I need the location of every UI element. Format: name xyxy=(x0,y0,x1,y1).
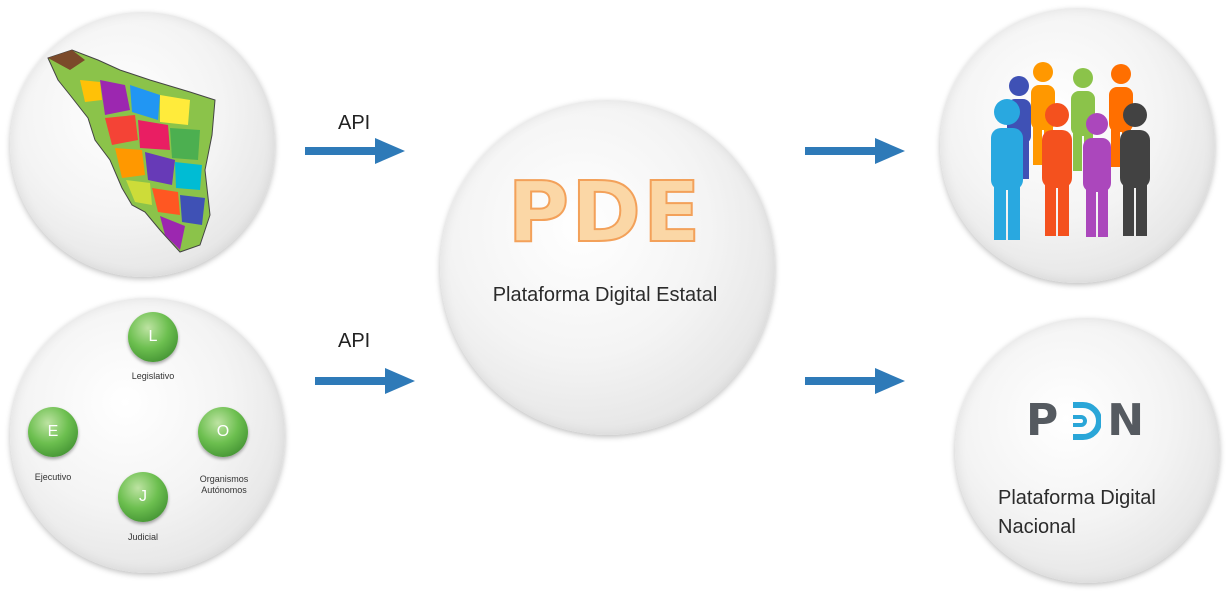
pde-logo: PDE xyxy=(507,163,703,261)
ejecutivo-badge: E xyxy=(28,407,78,457)
organismos-label: Organismos Autónomos xyxy=(186,474,262,496)
pdn-subtitle: Plataforma Digital Nacional xyxy=(998,484,1156,542)
judicial-label: Judicial xyxy=(127,532,158,542)
legislativo-badge: L xyxy=(128,312,178,362)
legislativo-label: Legislativo xyxy=(131,371,175,381)
arrow-right-icon xyxy=(805,138,905,164)
pdn-logo: P N xyxy=(1026,395,1149,446)
organismos-badge: O xyxy=(198,407,248,457)
pdn-logo-n: N xyxy=(1107,395,1150,446)
pdn-d-mark-icon xyxy=(1073,401,1102,440)
arrow-right-icon xyxy=(805,368,905,394)
people-group-icon xyxy=(991,62,1150,240)
organismos-label-line2: Autónomos xyxy=(201,484,247,495)
organismos-label-line1: Organismos xyxy=(199,474,249,484)
api-label-bottom: API xyxy=(338,330,371,352)
pdn-subtitle-line1: Plataforma Digital xyxy=(998,487,1156,509)
pdn-subtitle-line2: Nacional xyxy=(998,516,1076,538)
pdn-circle xyxy=(955,318,1220,583)
pde-circle xyxy=(440,100,775,435)
judicial-badge: J xyxy=(118,472,168,522)
api-label-top: API xyxy=(338,112,371,134)
pde-subtitle: Plataforma Digital Estatal xyxy=(492,284,718,306)
ejecutivo-label: Ejecutivo xyxy=(34,472,72,482)
state-map-icon xyxy=(47,49,216,253)
arrow-right-icon xyxy=(305,138,405,164)
pdn-logo-p: P xyxy=(1026,395,1064,446)
arrow-right-icon xyxy=(315,368,415,394)
